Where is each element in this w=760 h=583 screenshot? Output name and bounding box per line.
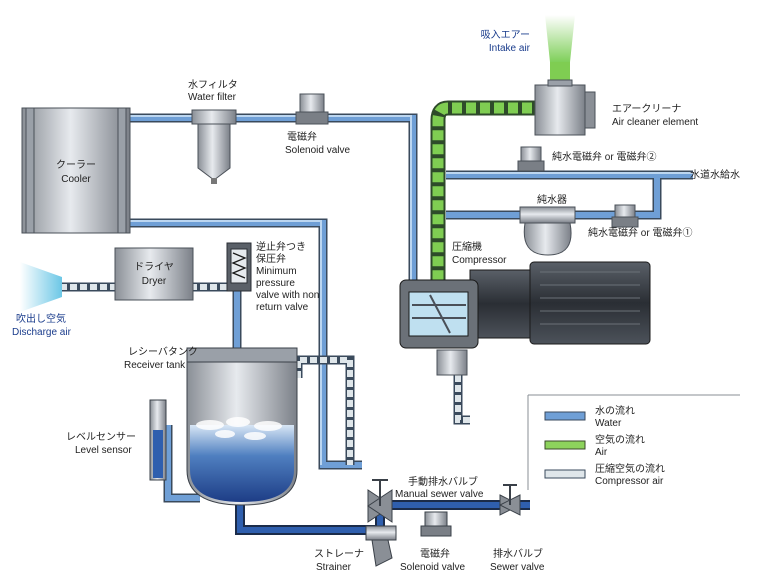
- legend-water-en: Water: [595, 418, 622, 429]
- check-valve-label-en4: return valve: [256, 302, 309, 313]
- legend-air-en: Air: [595, 447, 608, 458]
- receiver-tank: [186, 347, 298, 506]
- legend-air-jp: 空気の流れ: [595, 433, 645, 446]
- legend-water: 水の流れ Water: [544, 404, 635, 429]
- intake-air-plume: [545, 15, 575, 84]
- solenoid-bottom-label-en: Solenoid valve: [400, 562, 465, 573]
- water-filter: [191, 109, 237, 184]
- cooler-label-en: Cooler: [61, 174, 91, 185]
- check-valve-label-jp1: 逆止弁つき: [256, 240, 306, 253]
- level-sensor-label-en: Level sensor: [75, 445, 132, 456]
- manual-sewer-valve: [367, 479, 393, 523]
- pure-valve-2-label: 純水電磁弁 or 電磁弁②: [552, 150, 656, 163]
- compressor-label-jp: 圧縮機: [452, 240, 482, 253]
- pure-water-valve-1: [611, 204, 639, 228]
- check-valve-label-jp2: 保圧弁: [256, 252, 286, 265]
- air-cleaner-label-en: Air cleaner element: [612, 117, 698, 128]
- manual-sewer-label-en: Manual sewer valve: [395, 489, 484, 500]
- dryer-label-en: Dryer: [142, 276, 167, 287]
- receiver-label-jp: レシーバタンク: [128, 346, 198, 358]
- receiver-label-en: Receiver tank: [124, 360, 186, 371]
- air-cleaner: [534, 79, 596, 136]
- water-filter-label-jp: 水フィルタ: [188, 79, 238, 91]
- compressor-unit: [399, 261, 651, 376]
- solenoid-top-label-en: Solenoid valve: [285, 145, 350, 156]
- discharge-air-plume: [20, 262, 62, 312]
- legend-compressed-en: Compressor air: [595, 476, 664, 487]
- strainer-label-jp: ストレーナ: [314, 548, 364, 560]
- legend-air: 空気の流れ Air: [544, 433, 645, 458]
- legend: 水の流れ Water 空気の流れ Air 圧縮空気の流れ Compressor …: [527, 394, 740, 490]
- water-filter-label-en: Water filter: [188, 92, 237, 103]
- check-valve-label-en3: valve with non: [256, 290, 319, 301]
- water-purifier: [519, 206, 576, 256]
- legend-water-jp: 水の流れ: [595, 404, 635, 417]
- pure-water-valve-2: [517, 146, 545, 172]
- cooler-label-jp: クーラー: [56, 159, 96, 171]
- purifier-label: 純水器: [537, 193, 567, 206]
- cooler: クーラー Cooler: [21, 107, 131, 234]
- intake-air-label-en: Intake air: [489, 43, 531, 54]
- air-intake-pipe: [430, 100, 560, 283]
- intake-air-label-jp: 吸入エアー: [481, 30, 530, 41]
- level-sensor: [149, 399, 167, 481]
- manual-sewer-label-jp: 手動排水バルブ: [408, 475, 478, 488]
- compressor-label-en: Compressor: [452, 255, 507, 266]
- sewer-label-jp: 排水バルブ: [493, 547, 543, 560]
- solenoid-top-label-jp: 電磁弁: [287, 130, 317, 143]
- level-sensor-label-jp: レベルセンサー: [66, 431, 136, 443]
- pure-valve-1-label: 純水電磁弁 or 電磁弁①: [588, 226, 692, 239]
- sewer-valve: [498, 484, 522, 516]
- component-labels: 吸入エアー Intake air 水フィルタ Water filter 電磁弁 …: [12, 30, 740, 573]
- legend-compressed-jp: 圧縮空気の流れ: [595, 462, 665, 475]
- solenoid-valve-bottom: [420, 511, 452, 537]
- legend-compressed: 圧縮空気の流れ Compressor air: [544, 462, 665, 487]
- solenoid-valve-top: [295, 93, 329, 125]
- dryer-label-jp: ドライヤ: [134, 261, 174, 273]
- check-valve: [226, 242, 252, 292]
- check-valve-label-en2: pressure: [256, 278, 295, 289]
- dryer: ドライヤ Dryer: [114, 247, 194, 301]
- check-valve-label-en1: Minimum: [256, 266, 297, 277]
- discharge-label-en: Discharge air: [12, 327, 72, 338]
- discharge-label-jp: 吹出し空気: [16, 312, 66, 325]
- solenoid-bottom-label-jp: 電磁弁: [420, 547, 450, 560]
- sewer-label-en: Sewer valve: [490, 562, 545, 573]
- strainer: [365, 525, 397, 567]
- air-cleaner-label-jp: エアークリーナ: [612, 103, 681, 115]
- tap-water-label: 水道水給水: [690, 168, 740, 181]
- strainer-label-en: Strainer: [316, 562, 352, 573]
